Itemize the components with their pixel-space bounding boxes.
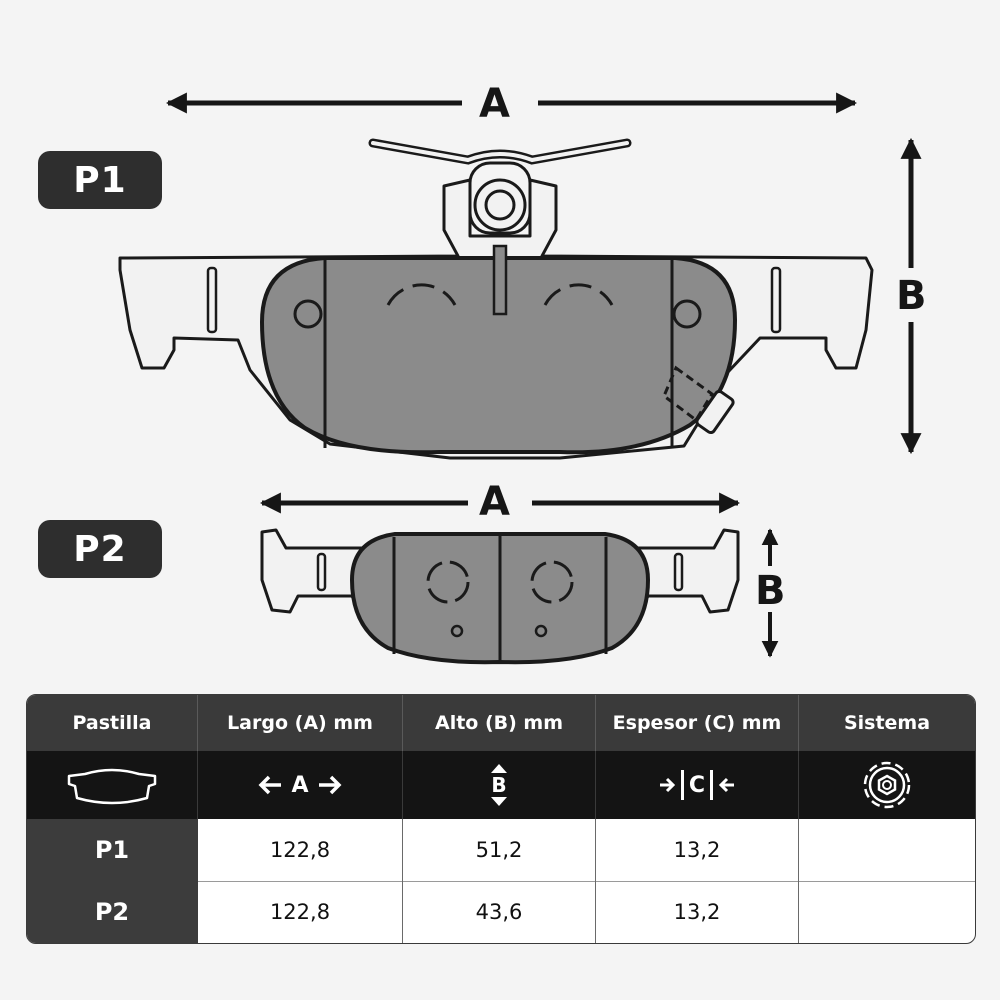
thickness-c-icon: C	[596, 751, 799, 819]
table-icon-row: A B C	[27, 751, 975, 819]
thickness-c-letter: C	[688, 772, 706, 798]
row-p1-pastilla: P1	[27, 819, 198, 881]
row-p1-sistema	[799, 819, 975, 881]
p1-hole-left	[293, 299, 323, 329]
row-p1-espesor: 13,2	[596, 819, 799, 881]
height-b-letter: B	[491, 773, 507, 797]
row-p1-alto: 51,2	[403, 819, 596, 881]
p1-arc-left	[386, 283, 457, 306]
row-p2-pastilla: P2	[27, 881, 198, 943]
header-pastilla: Pastilla	[27, 695, 198, 751]
row-p2-alto: 43,6	[403, 881, 596, 943]
p2-dot-right	[534, 624, 548, 638]
diagram-area: P1 P2 A B A B	[38, 81, 927, 665]
length-a-letter: A	[291, 772, 309, 798]
p1-badge: P1	[38, 151, 162, 209]
p2-dim-b-label: B	[755, 568, 786, 614]
table-row: P1 122,8 51,2 13,2	[27, 819, 975, 882]
p1-dim-b-label: B	[896, 273, 927, 319]
height-b-icon: B	[403, 751, 596, 819]
header-largo: Largo (A) mm	[198, 695, 403, 751]
table-row: P2 122,8 43,6 13,2	[27, 881, 975, 943]
p1-slot-left	[206, 266, 218, 334]
spec-table: Pastilla Largo (A) mm Alto (B) mm Espeso…	[26, 694, 976, 944]
p1-arc-right	[543, 283, 614, 306]
p2-dim-a-label: A	[479, 479, 510, 525]
row-p2-largo: 122,8	[198, 881, 403, 943]
brake-pad-diagram	[118, 92, 922, 665]
gear-system-icon	[799, 751, 975, 819]
row-p2-sistema	[799, 881, 975, 943]
p1-wear-sensor	[662, 365, 735, 435]
p2-badge: P2	[38, 520, 162, 578]
p2-slot-right	[673, 552, 684, 592]
p1-center-groove	[492, 244, 508, 316]
p1-dim-a-label: A	[479, 81, 510, 127]
p1-friction-pad	[259, 256, 738, 455]
p2-slot-left	[316, 552, 327, 592]
p2-arc-left	[426, 560, 470, 604]
table-header-row: Pastilla Largo (A) mm Alto (B) mm Espeso…	[27, 695, 975, 751]
row-p1-largo: 122,8	[198, 819, 403, 881]
header-alto: Alto (B) mm	[403, 695, 596, 751]
p1-slot-right	[770, 266, 782, 334]
header-sistema: Sistema	[843, 712, 931, 734]
p1-spring-clip	[368, 138, 632, 235]
row-p2-espesor: 13,2	[596, 881, 799, 943]
brake-pad-outline-icon	[27, 751, 198, 819]
p2-arc-right	[530, 560, 574, 604]
p1-hole-right	[672, 299, 702, 329]
length-a-icon: A	[198, 751, 403, 819]
header-espesor: Espesor (C) mm	[596, 695, 799, 751]
p2-dot-left	[450, 624, 464, 638]
